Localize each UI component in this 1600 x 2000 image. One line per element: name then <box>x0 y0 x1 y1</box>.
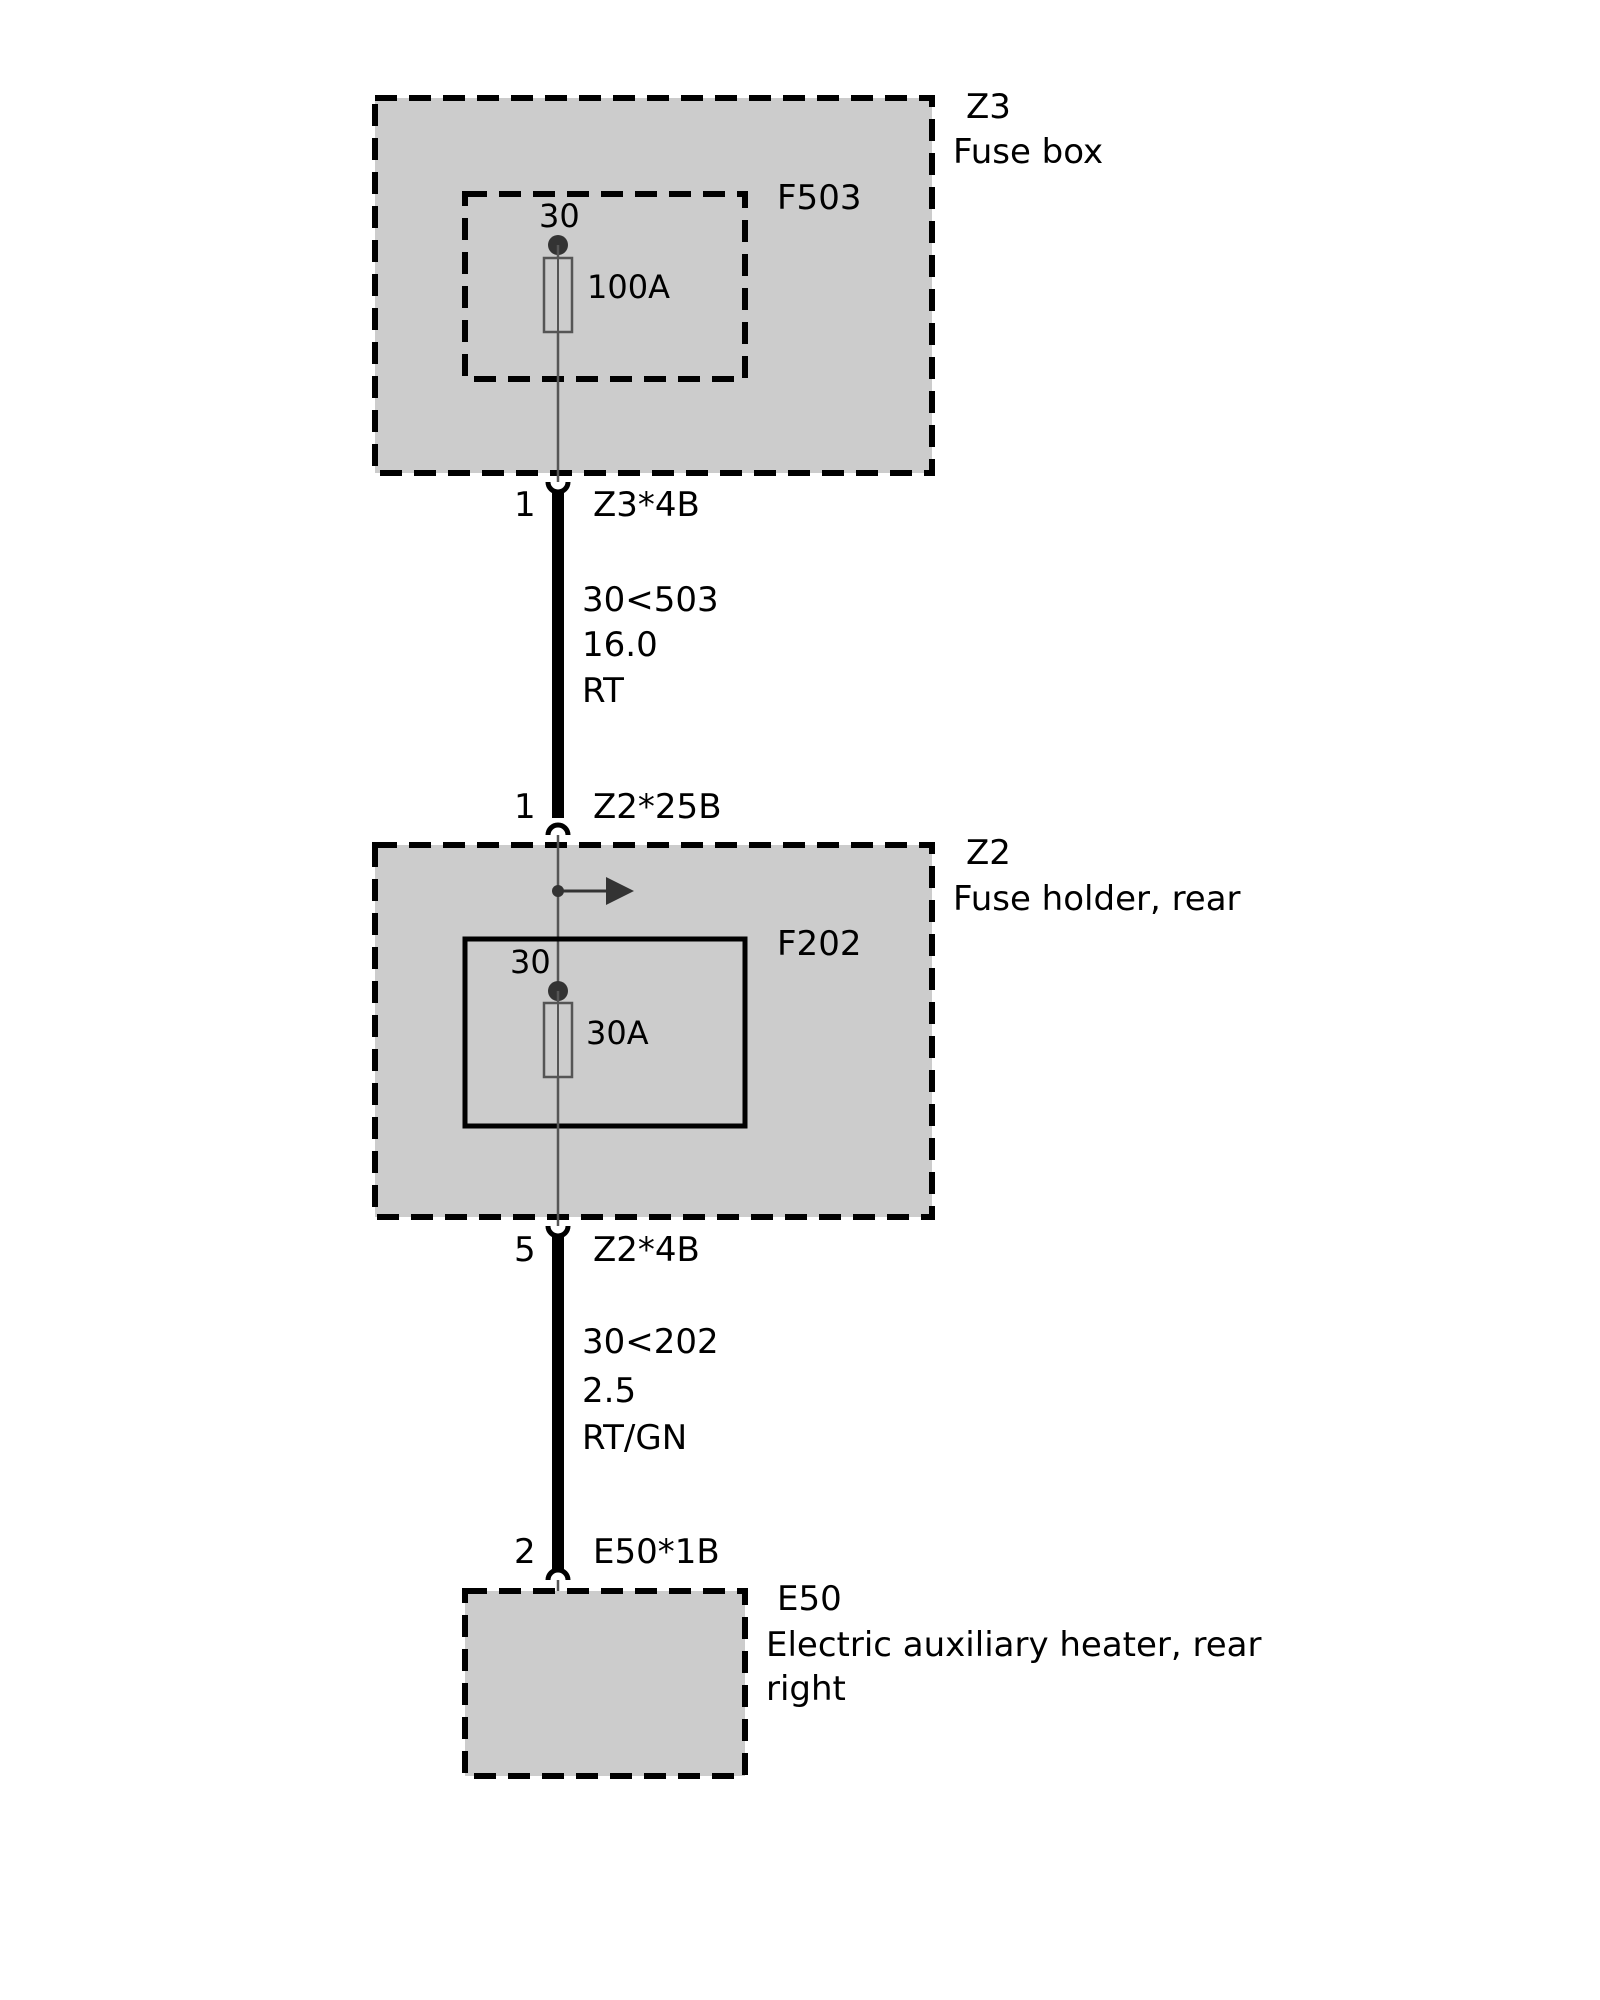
wire2-gauge: 2.5 <box>582 1371 636 1411</box>
f503-rating: 100A <box>587 268 670 306</box>
e50-1b-connector-name: E50*1B <box>593 1532 720 1572</box>
f202-terminal: 30 <box>510 943 551 981</box>
z2-25b-connector-name: Z2*25B <box>593 787 722 827</box>
wire1-gauge: 16.0 <box>582 625 658 665</box>
e50-module-name-line1: Electric auxiliary heater, rear <box>766 1625 1262 1665</box>
f202-fuse-box <box>462 936 748 1129</box>
f503-terminal: 30 <box>539 197 580 235</box>
z3-4b-connector-icon <box>545 481 571 495</box>
z3-4b-pin: 1 <box>514 485 536 525</box>
f202-rating: 30A <box>586 1014 649 1052</box>
e50-module-name-line2: right <box>766 1669 846 1709</box>
z2-4b-connector-icon <box>545 1225 571 1239</box>
z2-fuse-holder-module <box>372 842 935 1220</box>
z2-module-id: Z2 <box>966 833 1011 873</box>
z3-fuse-box-module <box>372 95 935 476</box>
f202-fuse-id: F202 <box>777 924 861 964</box>
wire2-circuit: 30<202 <box>582 1322 719 1362</box>
wire1-color: RT <box>582 671 624 711</box>
f503-fuse-id: F503 <box>777 178 861 218</box>
e50-1b-pin: 2 <box>514 1532 536 1572</box>
z2-4b-connector-name: Z2*4B <box>593 1230 700 1270</box>
z2-25b-connector-icon <box>545 822 571 836</box>
f503-fuse-box <box>462 191 748 382</box>
z3-module-name: Fuse box <box>953 132 1103 172</box>
e50-module-id: E50 <box>777 1579 842 1619</box>
e50-1b-connector-icon <box>545 1567 571 1581</box>
z2-25b-pin: 1 <box>514 787 536 827</box>
z3-module-id: Z3 <box>966 87 1011 127</box>
z3-4b-connector-name: Z3*4B <box>593 485 700 525</box>
z2-splice-arrow-icon <box>606 877 634 905</box>
wire2-color: RT/GN <box>582 1418 687 1458</box>
z2-module-name: Fuse holder, rear <box>953 879 1241 919</box>
wire1-circuit: 30<503 <box>582 580 719 620</box>
z2-4b-pin: 5 <box>514 1230 536 1270</box>
e50-heater-module <box>462 1588 748 1779</box>
